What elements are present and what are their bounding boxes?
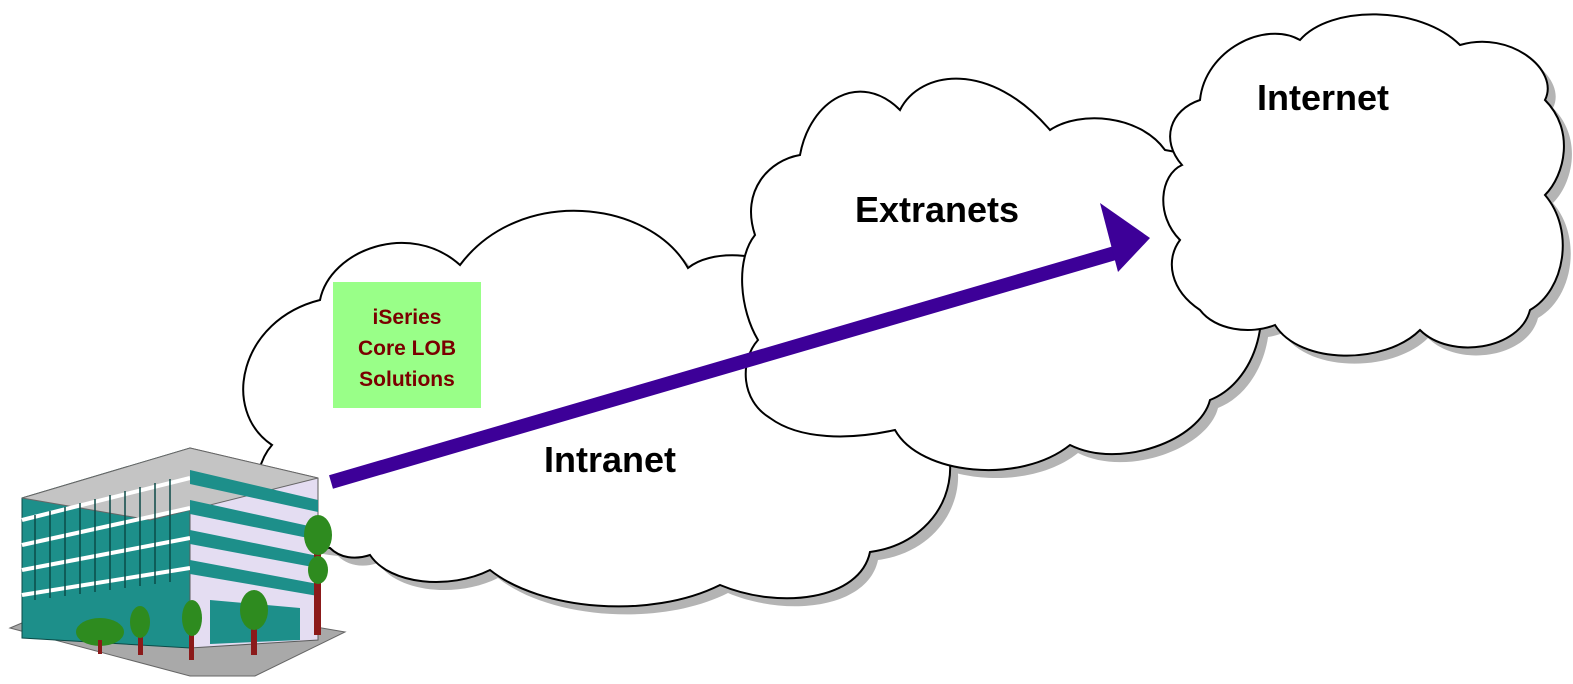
internet-label: Internet [1257,77,1389,118]
growth-arrow [329,203,1150,489]
trees [76,515,332,660]
solutions-line-2: Core LOB [358,337,456,360]
office-building-icon [8,447,347,677]
arrow-shaft [329,246,1117,489]
front-windows [34,479,171,600]
solutions-line-1: iSeries [373,306,442,329]
arrow-head [1100,203,1150,272]
solutions-box-bg [333,282,481,408]
extranets-label: Extranets [855,189,1019,230]
intranet-label: Intranet [544,439,676,480]
solutions-box: iSeries Core LOB Solutions [333,282,481,408]
solutions-line-3: Solutions [359,368,455,391]
internet-cloud [1162,13,1565,357]
